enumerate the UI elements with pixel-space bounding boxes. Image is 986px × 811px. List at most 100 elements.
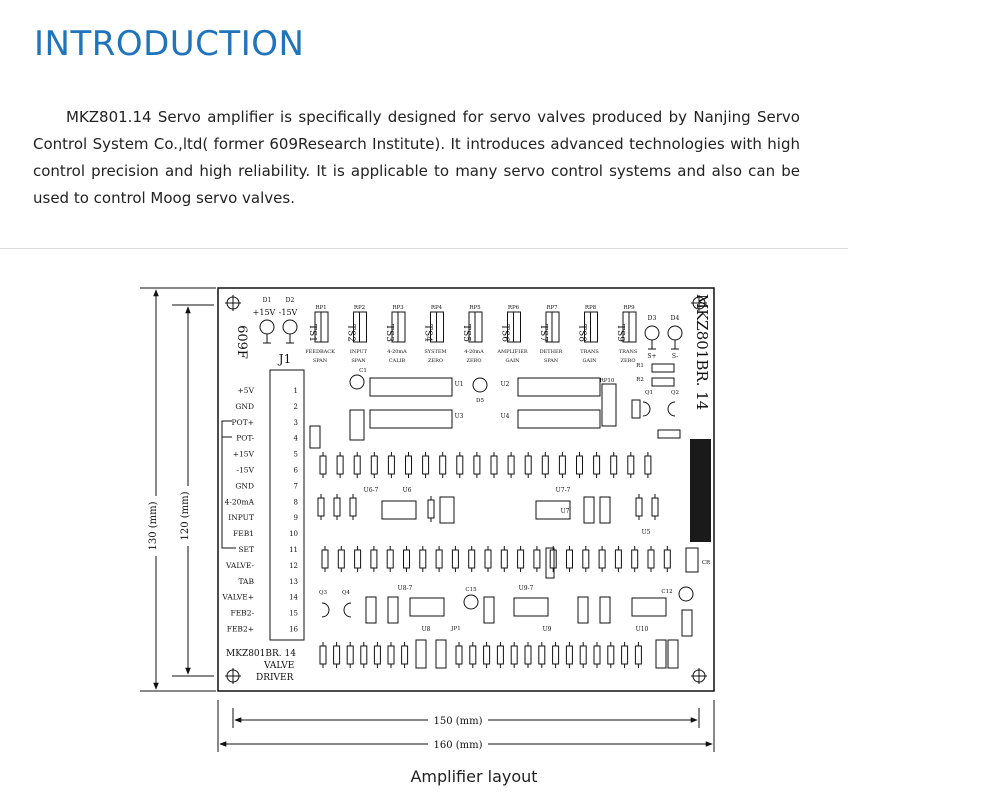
trimpot-rp-label: RP3 [392, 305, 404, 311]
pin-label: +15V [233, 450, 255, 459]
power-leds [259, 319, 683, 350]
board-footer-valve: VALVE [263, 661, 294, 671]
pin-number: 2 [294, 403, 298, 411]
pcb-outline [217, 287, 715, 692]
pin-number: 15 [289, 610, 298, 618]
trimpot-ts-label: TS3 [384, 324, 394, 342]
trimpot-rp-label: RP8 [585, 305, 597, 311]
pin-number: 7 [294, 482, 298, 490]
chip-label: U9 [543, 626, 552, 633]
board-side-code: 609F [234, 325, 249, 359]
pin-number: 16 [289, 626, 298, 634]
dim-width-inner: 150 (mm) [433, 716, 482, 727]
pin-label: POT- [236, 434, 254, 443]
intro-paragraph: MKZ801.14 Servo amplifier is specificall… [33, 108, 800, 207]
trimpot-func-label: SYSTEM [424, 349, 446, 355]
trimpot-func-sub-label: ZERO [467, 358, 482, 364]
dim-width-outer: 160 (mm) [433, 740, 482, 751]
pin-number: 9 [294, 514, 298, 522]
trimpot-rp-label: RP5 [469, 305, 481, 311]
pin-number: 8 [294, 498, 298, 506]
d1-label: D1 [263, 297, 272, 304]
trimpot-rp-label: RP2 [354, 305, 365, 311]
trimpot-func-label: AMPLIFIER [496, 349, 527, 355]
pin-number: 13 [289, 578, 298, 586]
mounting-holes [225, 295, 707, 684]
pin-label: VALVE+ [221, 593, 254, 602]
trimpot-ts-label: TS2 [346, 324, 356, 342]
trimpot-ts-label: TS8 [577, 324, 587, 342]
chip-label: U7 [561, 508, 570, 515]
set-bracket [221, 437, 236, 549]
pin-number: 14 [289, 594, 298, 602]
pin-label: SET [238, 545, 254, 554]
trimpot-func-sub-label: GAIN [506, 358, 521, 364]
trimpot-group: TS1RP1FEEDBACKSPANTS2RP2INPUTSPANTS3RP34… [305, 305, 638, 364]
component-label: C1 [359, 368, 367, 374]
pin-label: 4-20mA [225, 497, 255, 506]
figure-caption: Amplifier layout [410, 767, 538, 786]
pin-label: TAB [238, 577, 254, 586]
d2-voltage: -15V [279, 308, 298, 317]
d2-label: D2 [286, 297, 295, 304]
d3-label: D3 [648, 315, 657, 322]
component-label: Q1 [645, 390, 653, 396]
board-name: MKZ801BR. 14 [693, 294, 711, 411]
trimpot-ts-label: TS9 [615, 324, 625, 342]
pin-label: VALVE- [225, 561, 254, 570]
section-divider [0, 248, 848, 249]
chip-label: U5 [642, 529, 651, 536]
pin-label: +5V [238, 386, 255, 395]
component-label: Q4 [342, 590, 351, 596]
pin-label: INPUT [228, 513, 254, 522]
component-label: R2 [636, 377, 644, 383]
chip-label: U1 [455, 381, 464, 388]
trimpot-ts-label: TS6 [500, 324, 510, 342]
pin-label: GND [235, 402, 254, 411]
trimpot-ts-label: TS7 [538, 324, 548, 342]
chip-label: U6 [403, 487, 412, 494]
s-minus-label: S- [672, 353, 678, 360]
component-label: C12 [661, 589, 672, 595]
component-label: Q2 [671, 390, 679, 396]
d1-voltage: +15V [253, 308, 276, 317]
trimpot-func-sub-label: CALIB [389, 358, 406, 364]
chip-label: U2 [501, 381, 510, 388]
ic-footprints [309, 377, 699, 669]
chip-label: U8-7 [398, 585, 413, 592]
trimpot-func-label: TRANS [619, 349, 638, 355]
chip-label: U9-7 [519, 585, 534, 592]
trimpot-func-label: TRANS [580, 349, 599, 355]
component-label: R1 [636, 363, 644, 369]
board-footer-name: MKZ801BR. 14 [226, 649, 296, 659]
pin-number: 11 [289, 546, 298, 554]
trimpot-func-label: 4-20mA [387, 349, 407, 355]
misc-components [321, 363, 694, 618]
component-label: D5 [476, 398, 484, 404]
component-label: RP10 [600, 378, 615, 384]
component-label: Q3 [319, 590, 328, 596]
dim-height-outer: 130 (mm) [148, 501, 159, 550]
pin-number: 6 [294, 467, 299, 475]
trimpot-rp-label: RP7 [546, 305, 558, 311]
pot-bracket [221, 420, 232, 438]
trimpot-func-label: INPUT [350, 349, 368, 355]
connector-j1 [269, 369, 305, 641]
trimpot-rp-label: RP6 [508, 305, 520, 311]
chip-label: U8 [422, 626, 431, 633]
connector-label: J1 [277, 352, 291, 366]
component-label: CR [702, 560, 711, 566]
heatsink [690, 439, 711, 542]
dim-height-inner: 120 (mm) [180, 491, 191, 540]
trimpot-ts-label: TS5 [461, 324, 471, 342]
chip-label: U10 [636, 626, 649, 633]
amplifier-layout-diagram: 130 (mm) 120 (mm) 150 (mm) 160 (mm) 609F… [140, 287, 715, 752]
pin-label: GND [235, 481, 254, 490]
trimpot-rp-label: RP4 [431, 305, 443, 311]
pin-label: FEB1 [233, 529, 254, 538]
trimpot-func-sub-label: SPAN [313, 358, 328, 364]
pin-number: 3 [294, 419, 298, 427]
pin-label: POT+ [232, 418, 254, 427]
